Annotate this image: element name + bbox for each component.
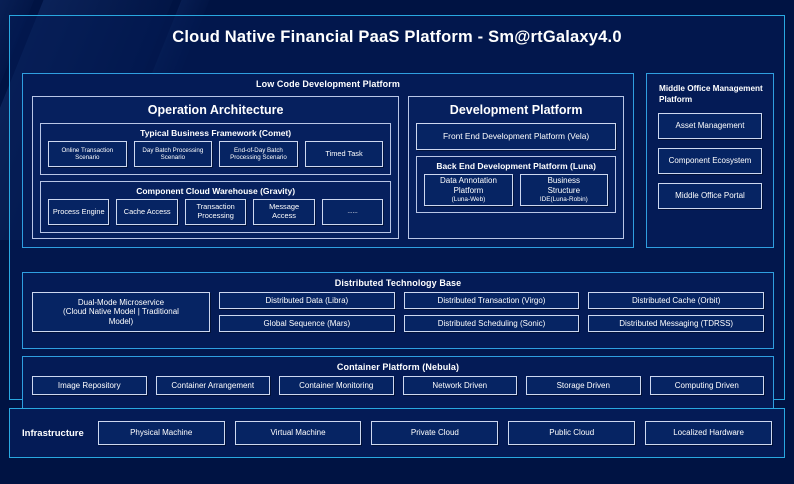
group-back-end-development-platform: Back End Development Platform (Luna) Dat… (416, 156, 616, 213)
infrastructure-label: Infrastructure (22, 427, 84, 439)
main-platform-panel: Cloud Native Financial PaaS Platform - S… (9, 15, 785, 409)
middle-office-title: Middle Office Management Platform (659, 84, 763, 105)
low-code-title: Low Code Development Platform (256, 79, 400, 89)
node-distributed-messaging[interactable]: Distributed Messaging (TDRSS) (588, 315, 765, 332)
section-container-platform: Container Platform (Nebula) Image Reposi… (22, 356, 774, 409)
operation-architecture-title: Operation Architecture (147, 103, 284, 117)
node-business-structure-ide[interactable]: Business Structure IDE(Luna-Robin) (519, 174, 608, 206)
section-distributed-technology-base: Distributed Technology Base Dual-Mode Mi… (22, 272, 774, 349)
container-platform-title: Container Platform (Nebula) (336, 362, 460, 372)
group-component-cloud-warehouse: Component Cloud Warehouse (Gravity) Proc… (40, 181, 392, 233)
node-line-1: Dual-Mode Microservice (77, 297, 165, 307)
node-line-2: Structure (547, 185, 581, 195)
node-line-3: Model) (108, 316, 134, 326)
node-process-engine[interactable]: Process Engine (48, 199, 110, 225)
node-line-3: (Luna-Web) (451, 196, 486, 204)
node-end-of-day-batch-processing-scenario[interactable]: End-of-Day Batch Processing Scenario (219, 141, 298, 167)
node-timed-task[interactable]: Timed Task (304, 141, 384, 167)
node-cache-access[interactable]: Cache Access (116, 199, 178, 225)
node-more-ellipsis[interactable]: ...... (321, 199, 384, 225)
node-line-1: Data Annotation (439, 176, 497, 186)
node-transaction-processing[interactable]: Transaction Processing (184, 199, 247, 225)
top-band: Low Code Development Platform Operation … (22, 73, 774, 248)
node-private-cloud[interactable]: Private Cloud (371, 421, 499, 445)
node-container-arrangement[interactable]: Container Arrangement (155, 376, 270, 395)
node-line-3: IDE(Luna-Robin) (539, 196, 588, 204)
node-virtual-machine[interactable]: Virtual Machine (234, 421, 362, 445)
node-public-cloud[interactable]: Public Cloud (508, 421, 636, 445)
section-middle-office-management-platform: Middle Office Management Platform Asset … (646, 73, 774, 248)
node-distributed-data[interactable]: Distributed Data (Libra) (219, 292, 395, 309)
group-operation-architecture: Operation Architecture Typical Business … (32, 96, 400, 239)
group-development-platform: Development Platform Front End Developme… (408, 96, 624, 239)
section-infrastructure: Infrastructure Physical Machine Virtual … (9, 408, 785, 458)
node-asset-management[interactable]: Asset Management (658, 113, 762, 140)
group-typical-business-framework: Typical Business Framework (Comet) Onlin… (40, 123, 392, 175)
node-distributed-scheduling[interactable]: Distributed Scheduling (Sonic) (403, 315, 580, 332)
node-container-monitoring[interactable]: Container Monitoring (279, 376, 394, 395)
node-distributed-cache[interactable]: Distributed Cache (Orbit) (588, 292, 765, 309)
node-message-access[interactable]: Message Access (253, 199, 315, 225)
node-middle-office-portal[interactable]: Middle Office Portal (658, 183, 762, 210)
section-low-code-development-platform: Low Code Development Platform Operation … (22, 73, 634, 248)
node-global-sequence[interactable]: Global Sequence (Mars) (219, 315, 395, 332)
node-image-repository[interactable]: Image Repository (32, 376, 147, 395)
node-online-transaction-scenario[interactable]: Online Transaction Scenario (48, 141, 127, 167)
page-title: Cloud Native Financial PaaS Platform - S… (172, 28, 622, 46)
component-cloud-warehouse-title: Component Cloud Warehouse (Gravity) (136, 186, 296, 196)
node-localized-hardware[interactable]: Localized Hardware (645, 421, 772, 445)
node-computing-driven[interactable]: Computing Driven (649, 376, 764, 395)
node-physical-machine[interactable]: Physical Machine (97, 421, 225, 445)
node-storage-driven[interactable]: Storage Driven (526, 376, 641, 395)
node-component-ecosystem[interactable]: Component Ecosystem (658, 148, 762, 175)
node-data-annotation-platform[interactable]: Data Annotation Platform (Luna-Web) (424, 174, 513, 206)
node-line-2: Platform (453, 185, 484, 195)
node-line-1: Business (547, 176, 581, 186)
node-front-end-development-platform[interactable]: Front End Development Platform (Vela) (416, 123, 616, 150)
node-network-driven[interactable]: Network Driven (402, 376, 517, 395)
typical-business-framework-title: Typical Business Framework (Comet) (140, 128, 292, 138)
node-dual-mode-microservice[interactable]: Dual-Mode Microservice (Cloud Native Mod… (32, 292, 210, 332)
node-day-batch-processing-scenario[interactable]: Day Batch Processing Scenario (133, 141, 213, 167)
development-platform-title: Development Platform (449, 103, 583, 117)
node-distributed-transaction[interactable]: Distributed Transaction (Virgo) (403, 292, 580, 309)
distributed-technology-base-title: Distributed Technology Base (334, 278, 462, 288)
node-line-2: (Cloud Native Model | Traditional (63, 307, 179, 317)
back-end-development-platform-title: Back End Development Platform (Luna) (436, 161, 596, 171)
